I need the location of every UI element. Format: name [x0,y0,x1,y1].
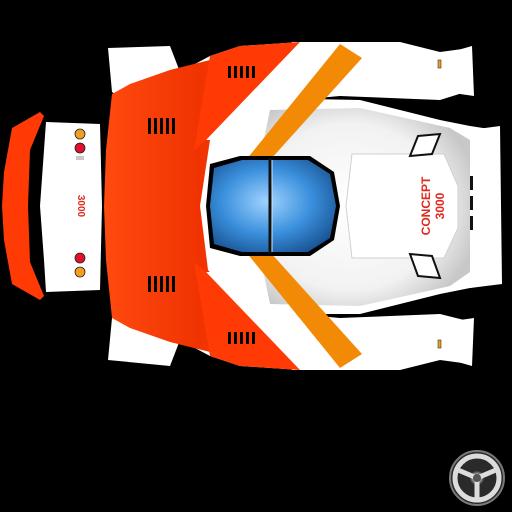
headlight-slot-lower [408,252,442,280]
front-light-amber-lower [74,266,86,278]
front-light-red-lower [74,252,86,264]
upper-side-rear-notch [458,46,474,96]
stripe-white-lower [206,272,316,370]
vent-upper-side [228,66,255,78]
vent-lower-nose [148,276,175,292]
rear-wing-panel [470,126,502,288]
wing-vent-3 [470,216,473,230]
vent-upper-nose [148,118,175,134]
front-nose-red [104,42,296,370]
upper-red-band [194,42,300,150]
hood-decal-line2: 3000 [433,192,447,219]
canopy-glass [210,160,336,252]
lower-red-band [194,262,300,370]
front-nose-panel [40,122,102,292]
lower-side-rear-notch [458,318,474,366]
front-splitter [2,112,44,300]
lower-marker-light [437,339,442,349]
rear-number-decal: 3000 [75,195,86,218]
stripe-white-upper [206,42,316,140]
wing-vent-2 [470,196,473,210]
front-light-red-upper [74,142,86,154]
stripe-orange-upper [246,44,362,160]
vent-lower-side [228,332,255,344]
wing-vent-1 [470,176,473,190]
upper-marker-light [437,59,442,69]
hood-decal-panel [345,153,459,259]
stripe-orange-lower [246,252,362,368]
steering-wheel-icon [449,450,505,506]
front-center-marker [76,156,84,160]
headlight-slot-upper [408,132,442,158]
front-light-amber-upper [74,128,86,140]
hood-decal-line1: CONCEPT [419,176,433,235]
